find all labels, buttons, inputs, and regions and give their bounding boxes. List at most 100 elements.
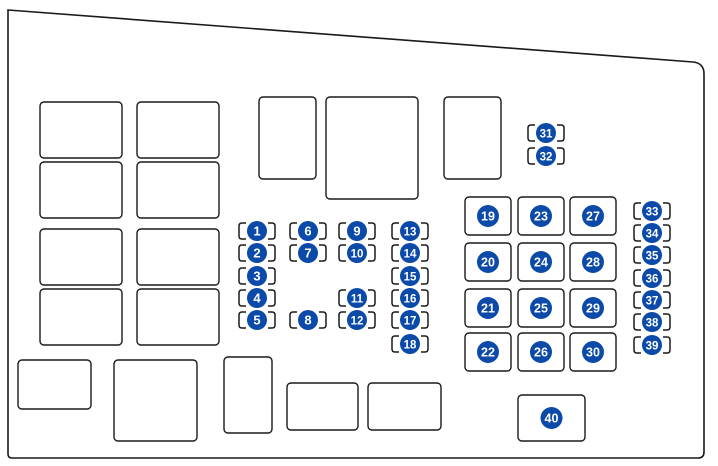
big-fuse-40[interactable]: 40	[517, 394, 586, 442]
fuse-number: 2	[253, 246, 260, 261]
relay-slot	[286, 382, 359, 431]
big-fuse-29[interactable]: 29	[569, 288, 617, 328]
big-fuse-22[interactable]: 22	[464, 332, 512, 372]
fuse-holder-left	[633, 246, 641, 264]
fuse-holder-right	[421, 222, 429, 240]
mini-fuse-35[interactable]: 35	[633, 245, 671, 265]
relay-slot	[136, 288, 220, 346]
mini-fuse-32[interactable]: 32	[527, 146, 565, 166]
fuse-marker	[347, 288, 367, 308]
fuse-number: 37	[646, 296, 659, 308]
fuse-number: 32	[540, 152, 553, 164]
mini-fuse-9[interactable]: 9	[338, 221, 376, 241]
fuse-holder-left	[633, 202, 641, 220]
mini-fuse-12[interactable]: 12	[338, 310, 376, 330]
fuse-number: 26	[534, 346, 548, 360]
fuse-marker	[400, 288, 420, 308]
big-fuse-26[interactable]: 26	[517, 332, 565, 372]
fuse-holder-right	[421, 335, 429, 353]
fuse-holder-right	[663, 246, 671, 264]
fuse-number: 23	[534, 210, 548, 224]
fuse-marker	[582, 297, 604, 319]
fuse-holder-left	[527, 124, 535, 142]
fuse-number: 3	[253, 269, 260, 284]
fuse-number: 30	[586, 346, 600, 360]
mini-fuse-33[interactable]: 33	[633, 201, 671, 221]
fuse-marker	[530, 205, 552, 227]
big-fuse-27[interactable]: 27	[569, 196, 617, 236]
fuse-number: 38	[646, 318, 659, 330]
fuse-marker	[347, 310, 367, 330]
fuse-holder-right	[663, 336, 671, 354]
mini-fuse-11[interactable]: 11	[338, 288, 376, 308]
mini-fuse-36[interactable]: 36	[633, 268, 671, 288]
mini-fuse-18[interactable]: 18	[391, 334, 429, 354]
relay-slot	[443, 96, 502, 180]
mini-fuse-14[interactable]: 14	[391, 243, 429, 263]
fuse-number: 4	[253, 291, 261, 306]
fuse-marker	[536, 123, 556, 143]
fuse-marker	[540, 407, 563, 429]
fuse-marker	[400, 266, 420, 286]
mini-fuse-15[interactable]: 15	[391, 266, 429, 286]
fuse-marker	[247, 243, 267, 263]
mini-fuse-4[interactable]: 4	[238, 288, 276, 308]
fuse-holder-right	[268, 244, 276, 262]
big-fuse-19[interactable]: 19	[464, 196, 512, 236]
mini-fuse-layer: 1234567891011121314151617183132333435363…	[238, 123, 671, 355]
mini-fuse-38[interactable]: 38	[633, 312, 671, 332]
fuse-holder-left	[633, 224, 641, 242]
mini-fuse-37[interactable]: 37	[633, 290, 671, 310]
fuse-holder-left	[238, 311, 246, 329]
fuse-holder-left	[238, 267, 246, 285]
fuse-holder-left	[238, 289, 246, 307]
fuse-marker	[477, 297, 499, 319]
mini-fuse-34[interactable]: 34	[633, 223, 671, 243]
mini-fuse-17[interactable]: 17	[391, 310, 429, 330]
mini-fuse-1[interactable]: 1	[238, 221, 276, 241]
fuse-holder-left	[391, 222, 399, 240]
relay-slot	[136, 101, 220, 159]
big-fuse-30[interactable]: 30	[569, 332, 617, 372]
fuse-holder-right	[319, 244, 327, 262]
fuse-holder-left	[238, 222, 246, 240]
relay-slot	[136, 161, 220, 219]
mini-fuse-31[interactable]: 31	[527, 123, 565, 143]
fuse-holder-right	[368, 311, 376, 329]
fuse-marker	[247, 310, 267, 330]
fuse-number: 14	[404, 249, 417, 261]
fuse-marker	[582, 205, 604, 227]
mini-fuse-8[interactable]: 8	[289, 310, 327, 330]
fuse-holder-left	[391, 244, 399, 262]
mini-fuse-13[interactable]: 13	[391, 221, 429, 241]
fuse-holder-right	[421, 244, 429, 262]
fuse-holder-right	[663, 313, 671, 331]
fuse-holder-left	[527, 147, 535, 165]
mini-fuse-5[interactable]: 5	[238, 310, 276, 330]
big-fuse-28[interactable]: 28	[569, 242, 617, 282]
big-fuse-23[interactable]: 23	[517, 196, 565, 236]
big-fuse-24[interactable]: 24	[517, 242, 565, 282]
fuse-number: 7	[304, 246, 311, 261]
mini-fuse-6[interactable]: 6	[289, 221, 327, 241]
mini-fuse-2[interactable]: 2	[238, 243, 276, 263]
mini-fuse-3[interactable]: 3	[238, 266, 276, 286]
relay-slot	[223, 356, 273, 434]
big-fuse-21[interactable]: 21	[464, 288, 512, 328]
fuse-holder-right	[421, 311, 429, 329]
fuse-marker	[247, 266, 267, 286]
fuse-marker	[247, 288, 267, 308]
fuse-number: 22	[481, 346, 495, 360]
big-fuse-layer: 19 20 21 22 23 24 25 26 27 28 29 30 40	[464, 196, 617, 442]
mini-fuse-10[interactable]: 10	[338, 243, 376, 263]
big-fuse-20[interactable]: 20	[464, 242, 512, 282]
fuse-marker	[400, 310, 420, 330]
fuse-marker	[582, 251, 604, 273]
relay-slot	[258, 96, 317, 180]
mini-fuse-7[interactable]: 7	[289, 243, 327, 263]
big-fuse-25[interactable]: 25	[517, 288, 565, 328]
fuse-marker	[642, 201, 662, 221]
fuse-marker	[530, 341, 552, 363]
mini-fuse-16[interactable]: 16	[391, 288, 429, 308]
mini-fuse-39[interactable]: 39	[633, 335, 671, 355]
